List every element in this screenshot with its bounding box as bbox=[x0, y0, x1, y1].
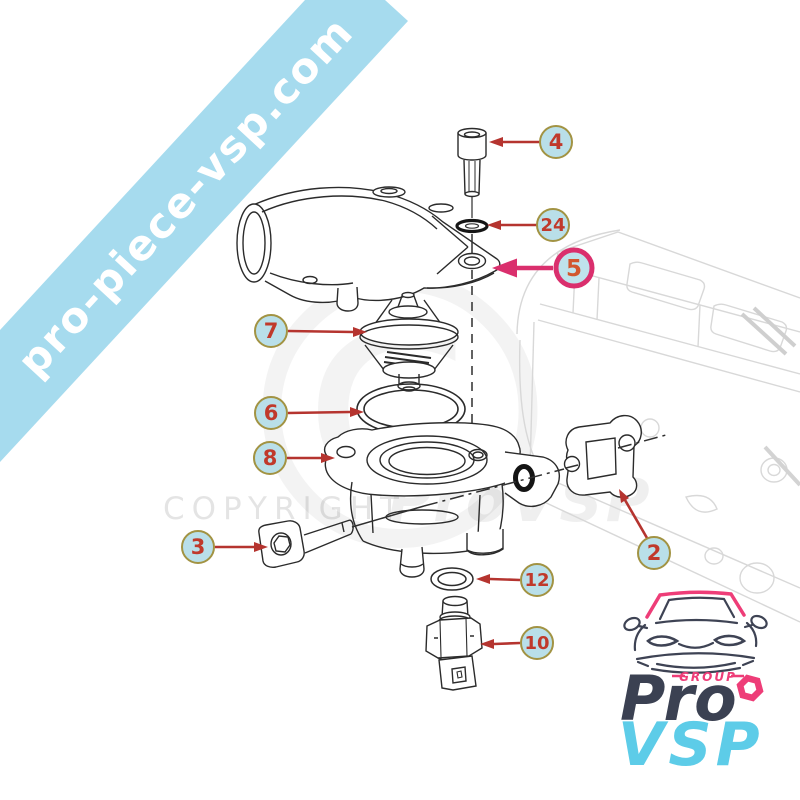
logo-hex-nut-icon bbox=[736, 674, 764, 702]
callout-5-highlighted: 5 bbox=[553, 247, 595, 289]
callout-12: 12 bbox=[520, 563, 554, 597]
logo-brand-bottom: VSP bbox=[618, 710, 764, 780]
callout-24: 24 bbox=[536, 208, 570, 242]
callout-8: 8 bbox=[253, 441, 287, 475]
logo-brand-top: Pro bbox=[620, 662, 737, 735]
part-housing-body bbox=[323, 422, 561, 578]
svg-text:3: 3 bbox=[191, 535, 206, 559]
svg-text:6: 6 bbox=[264, 401, 279, 425]
svg-text:7: 7 bbox=[264, 319, 279, 343]
svg-text:10: 10 bbox=[524, 633, 549, 654]
part-bolt-side bbox=[258, 519, 354, 568]
part-gasket bbox=[563, 414, 642, 498]
logo-group-label: GROUP bbox=[679, 670, 737, 684]
svg-text:12: 12 bbox=[524, 570, 549, 591]
logo-group-line: GROUP bbox=[672, 670, 744, 684]
part-washer-sensor bbox=[430, 567, 474, 591]
provsp-logo: GROUP Pro VSP bbox=[618, 590, 768, 780]
copyright-watermark-text: COPYRIGHT bbox=[163, 491, 406, 527]
callout-2: 2 bbox=[637, 536, 671, 570]
car-sketch bbox=[623, 590, 768, 674]
svg-text:8: 8 bbox=[263, 446, 278, 470]
callout-6: 6 bbox=[254, 396, 288, 430]
callout-7: 7 bbox=[254, 314, 288, 348]
part-thermostat bbox=[359, 291, 459, 392]
part-sensor bbox=[425, 595, 483, 691]
part-washer-small bbox=[455, 218, 489, 234]
callout-arrows bbox=[215, 137, 649, 649]
part-housing-cover bbox=[236, 186, 501, 312]
arrow-heads bbox=[254, 137, 629, 649]
svg-text:2: 2 bbox=[647, 541, 662, 565]
callouts: 4 24 5 7 6 8 3 12 bbox=[181, 125, 671, 660]
svg-text:24: 24 bbox=[540, 215, 565, 236]
assembly-axis-diagonal bbox=[351, 434, 667, 528]
svg-text:5: 5 bbox=[566, 256, 582, 282]
callout-4: 4 bbox=[539, 125, 573, 159]
highlight-arrow bbox=[492, 258, 553, 278]
callout-10: 10 bbox=[520, 626, 554, 660]
part-bolt-top bbox=[457, 127, 487, 218]
callout-3: 3 bbox=[181, 530, 215, 564]
svg-text:4: 4 bbox=[549, 130, 564, 154]
